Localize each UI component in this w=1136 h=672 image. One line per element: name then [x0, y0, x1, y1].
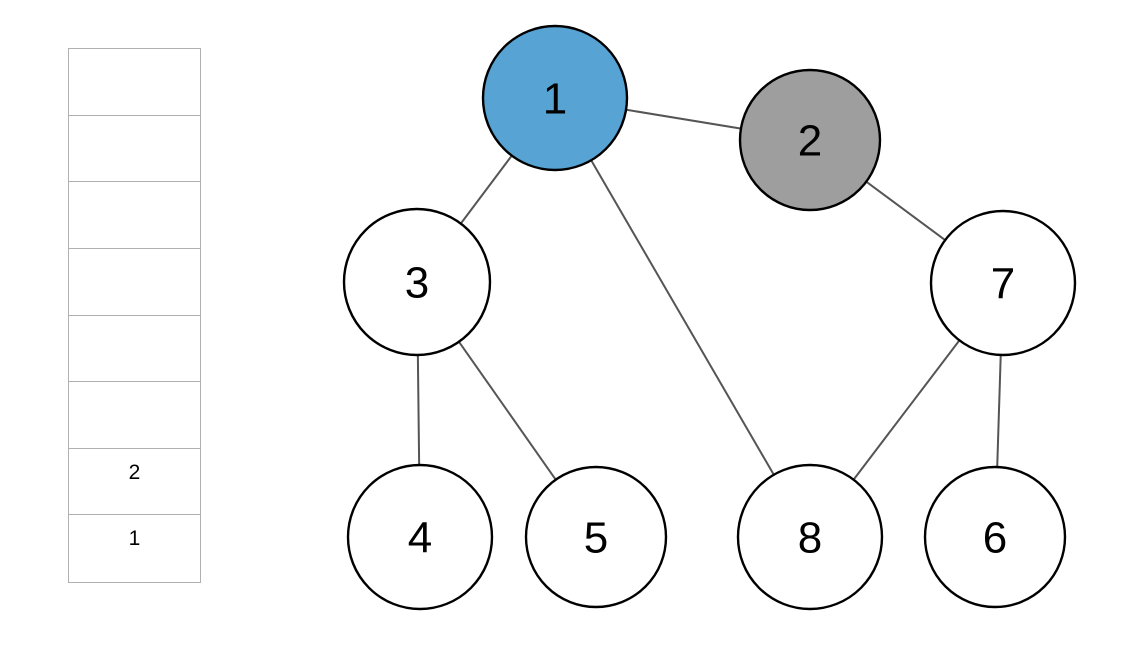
- edges-layer: [416, 108, 1002, 482]
- graph-node-label-5: 5: [584, 514, 608, 563]
- graph-node-label-4: 4: [408, 514, 432, 563]
- graph-node-2[interactable]: 2: [738, 68, 882, 212]
- graph-edge-7-6: [996, 353, 1002, 469]
- graph-edge-2-7: [864, 180, 947, 242]
- stack-cell-value: 1: [128, 527, 141, 551]
- graph-edge-3-4: [416, 353, 421, 467]
- graph-node-4[interactable]: 4: [346, 463, 494, 611]
- graph-node-circle-5[interactable]: [524, 465, 668, 609]
- graph-node-label-6: 6: [983, 514, 1007, 563]
- stack-cell-value: 2: [128, 460, 141, 484]
- graph-node-label-1: 1: [543, 75, 567, 124]
- stack-cell-6: 2: [69, 449, 200, 516]
- graph-node-7[interactable]: 7: [929, 209, 1077, 357]
- graph-node-circle-2[interactable]: [738, 68, 882, 212]
- graph-node-circle-7[interactable]: [929, 209, 1077, 357]
- graph-edge-1-2: [624, 108, 743, 130]
- graph-node-circle-6[interactable]: [923, 465, 1067, 609]
- graph-edge-7-8: [852, 338, 961, 482]
- graph-edge-3-5: [457, 340, 558, 482]
- graph-node-label-2: 2: [798, 117, 822, 166]
- graph-node-circle-4[interactable]: [346, 463, 494, 611]
- graph-node-label-8: 8: [798, 514, 822, 563]
- stack-cell-5: [69, 382, 200, 449]
- graph-node-circle-3[interactable]: [342, 207, 492, 357]
- stack-cell-2: [69, 182, 200, 249]
- graph-node-label-3: 3: [405, 259, 429, 308]
- graph-node-6[interactable]: 6: [923, 465, 1067, 609]
- nodes-layer: 1 2 3 7 4 5 8 6: [342, 24, 1077, 611]
- graph-edge-1-8: [589, 158, 776, 477]
- graph-node-3[interactable]: 3: [342, 207, 492, 357]
- stack-cell-1: [69, 116, 200, 183]
- graph-node-circle-1[interactable]: [481, 24, 629, 172]
- graph-node-5[interactable]: 5: [524, 465, 668, 609]
- graph-node-label-7: 7: [991, 260, 1015, 309]
- stack-cell-4: [69, 316, 200, 383]
- graph-node-1[interactable]: 1: [481, 24, 629, 172]
- graph-edge-1-3: [459, 154, 514, 225]
- stack-cell-0: [69, 49, 200, 116]
- stack-cell-3: [69, 249, 200, 316]
- stack-cell-7: 1: [69, 515, 200, 582]
- graph-node-8[interactable]: 8: [736, 463, 884, 611]
- graph-node-circle-8[interactable]: [736, 463, 884, 611]
